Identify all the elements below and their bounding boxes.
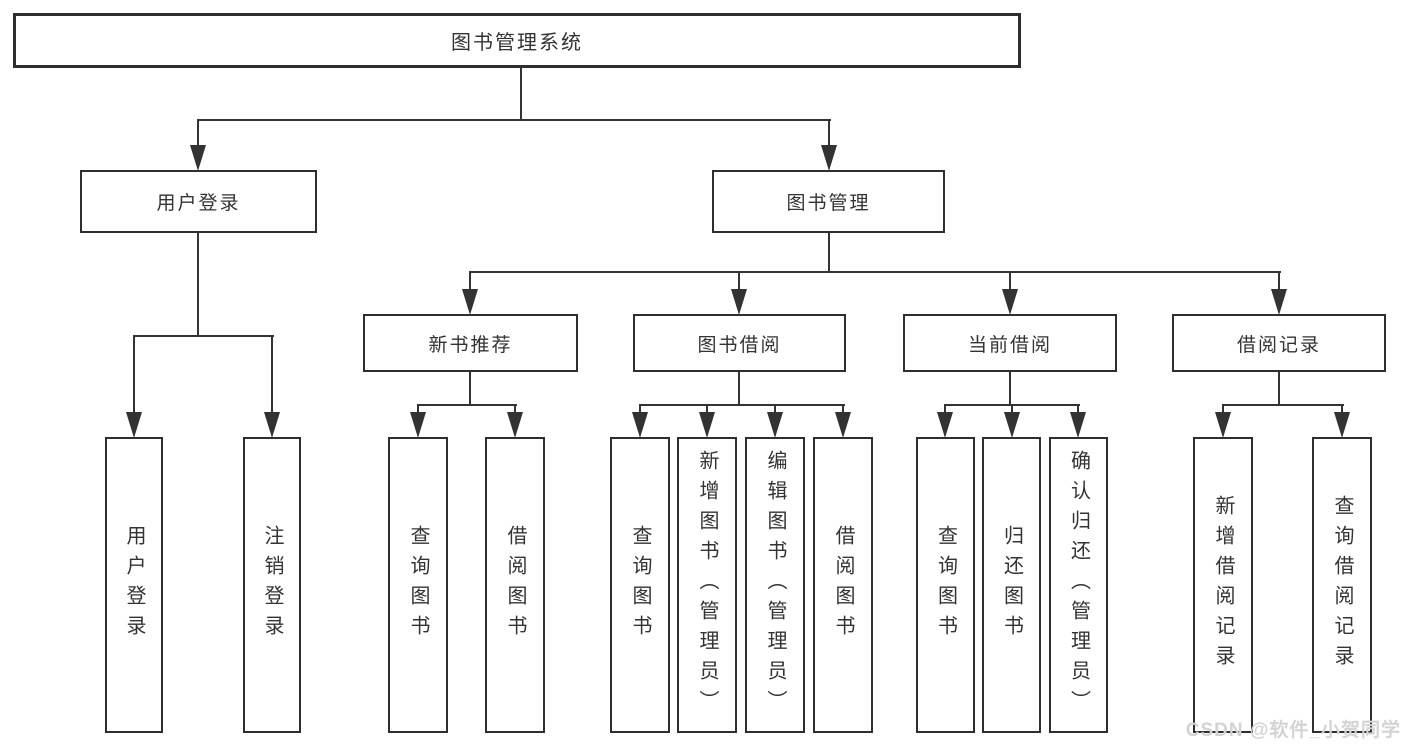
node-book-management: 图书管理 bbox=[712, 170, 945, 233]
arrow-down-icon bbox=[190, 145, 206, 171]
node-borrow-records: 借阅记录 bbox=[1172, 314, 1386, 372]
connector-line bbox=[417, 404, 517, 406]
connector-line bbox=[197, 119, 831, 121]
node-leaf-current-return: 归还图书 bbox=[982, 437, 1041, 733]
arrow-down-icon bbox=[731, 289, 747, 315]
arrow-down-icon bbox=[264, 412, 280, 438]
arrow-down-icon bbox=[699, 412, 715, 438]
node-leaf-borrowing-borrow: 借阅图书 bbox=[813, 437, 873, 733]
node-leaf-newbook-query: 查询图书 bbox=[388, 437, 448, 733]
arrow-down-icon bbox=[1070, 412, 1086, 438]
arrow-down-icon bbox=[1271, 289, 1287, 315]
connector-line bbox=[1278, 372, 1280, 406]
node-new-book-recommend: 新书推荐 bbox=[363, 314, 578, 372]
connector-line bbox=[639, 404, 845, 406]
arrow-down-icon bbox=[1334, 412, 1350, 438]
node-leaf-newbook-borrow: 借阅图书 bbox=[485, 437, 545, 733]
node-root: 图书管理系统 bbox=[13, 13, 1021, 68]
arrow-down-icon bbox=[632, 412, 648, 438]
node-leaf-borrowing-add: 新增图书（管理员） bbox=[677, 437, 737, 733]
connector-line bbox=[197, 233, 199, 337]
node-leaf-current-query: 查询图书 bbox=[916, 437, 975, 733]
connector-arrow-shaft bbox=[1278, 271, 1280, 297]
connector-arrow-shaft bbox=[738, 271, 740, 297]
node-book-borrowing: 图书借阅 bbox=[633, 314, 846, 372]
connector-arrow-shaft bbox=[197, 119, 199, 153]
connector-arrow-shaft bbox=[1009, 271, 1011, 297]
arrow-down-icon bbox=[767, 412, 783, 438]
node-leaf-record-query: 查询借阅记录 bbox=[1312, 437, 1372, 733]
arrow-down-icon bbox=[1004, 412, 1020, 438]
connector-line bbox=[469, 372, 471, 406]
connector-arrow-shaft bbox=[271, 335, 273, 420]
arrow-down-icon bbox=[410, 412, 426, 438]
connector-line bbox=[738, 372, 740, 406]
arrow-down-icon bbox=[821, 145, 837, 171]
connector-arrow-shaft bbox=[469, 271, 471, 297]
node-leaf-current-confirm: 确认归还（管理员） bbox=[1049, 437, 1108, 733]
arrow-down-icon bbox=[1215, 412, 1231, 438]
connector-line bbox=[828, 233, 830, 273]
connector-line bbox=[1222, 404, 1344, 406]
node-user-login: 用户登录 bbox=[80, 170, 317, 233]
connector-arrow-shaft bbox=[828, 119, 830, 153]
arrow-down-icon bbox=[1002, 289, 1018, 315]
node-leaf-logout: 注销登录 bbox=[243, 437, 301, 733]
arrow-down-icon bbox=[507, 412, 523, 438]
arrow-down-icon bbox=[835, 412, 851, 438]
csdn-watermark: CSDN @软件_小贺同学 bbox=[1185, 720, 1401, 741]
connector-line bbox=[520, 68, 522, 121]
connector-line bbox=[469, 271, 1281, 273]
connector-line bbox=[1009, 372, 1011, 406]
arrow-down-icon bbox=[937, 412, 953, 438]
node-leaf-borrowing-edit: 编辑图书（管理员） bbox=[745, 437, 805, 733]
arrow-down-icon bbox=[126, 412, 142, 438]
node-leaf-borrowing-query: 查询图书 bbox=[610, 437, 670, 733]
connector-line bbox=[133, 335, 274, 337]
node-leaf-user-login: 用户登录 bbox=[105, 437, 163, 733]
connector-arrow-shaft bbox=[133, 335, 135, 420]
node-current-borrowing: 当前借阅 bbox=[903, 314, 1117, 372]
node-leaf-record-add: 新增借阅记录 bbox=[1193, 437, 1253, 733]
arrow-down-icon bbox=[462, 289, 478, 315]
